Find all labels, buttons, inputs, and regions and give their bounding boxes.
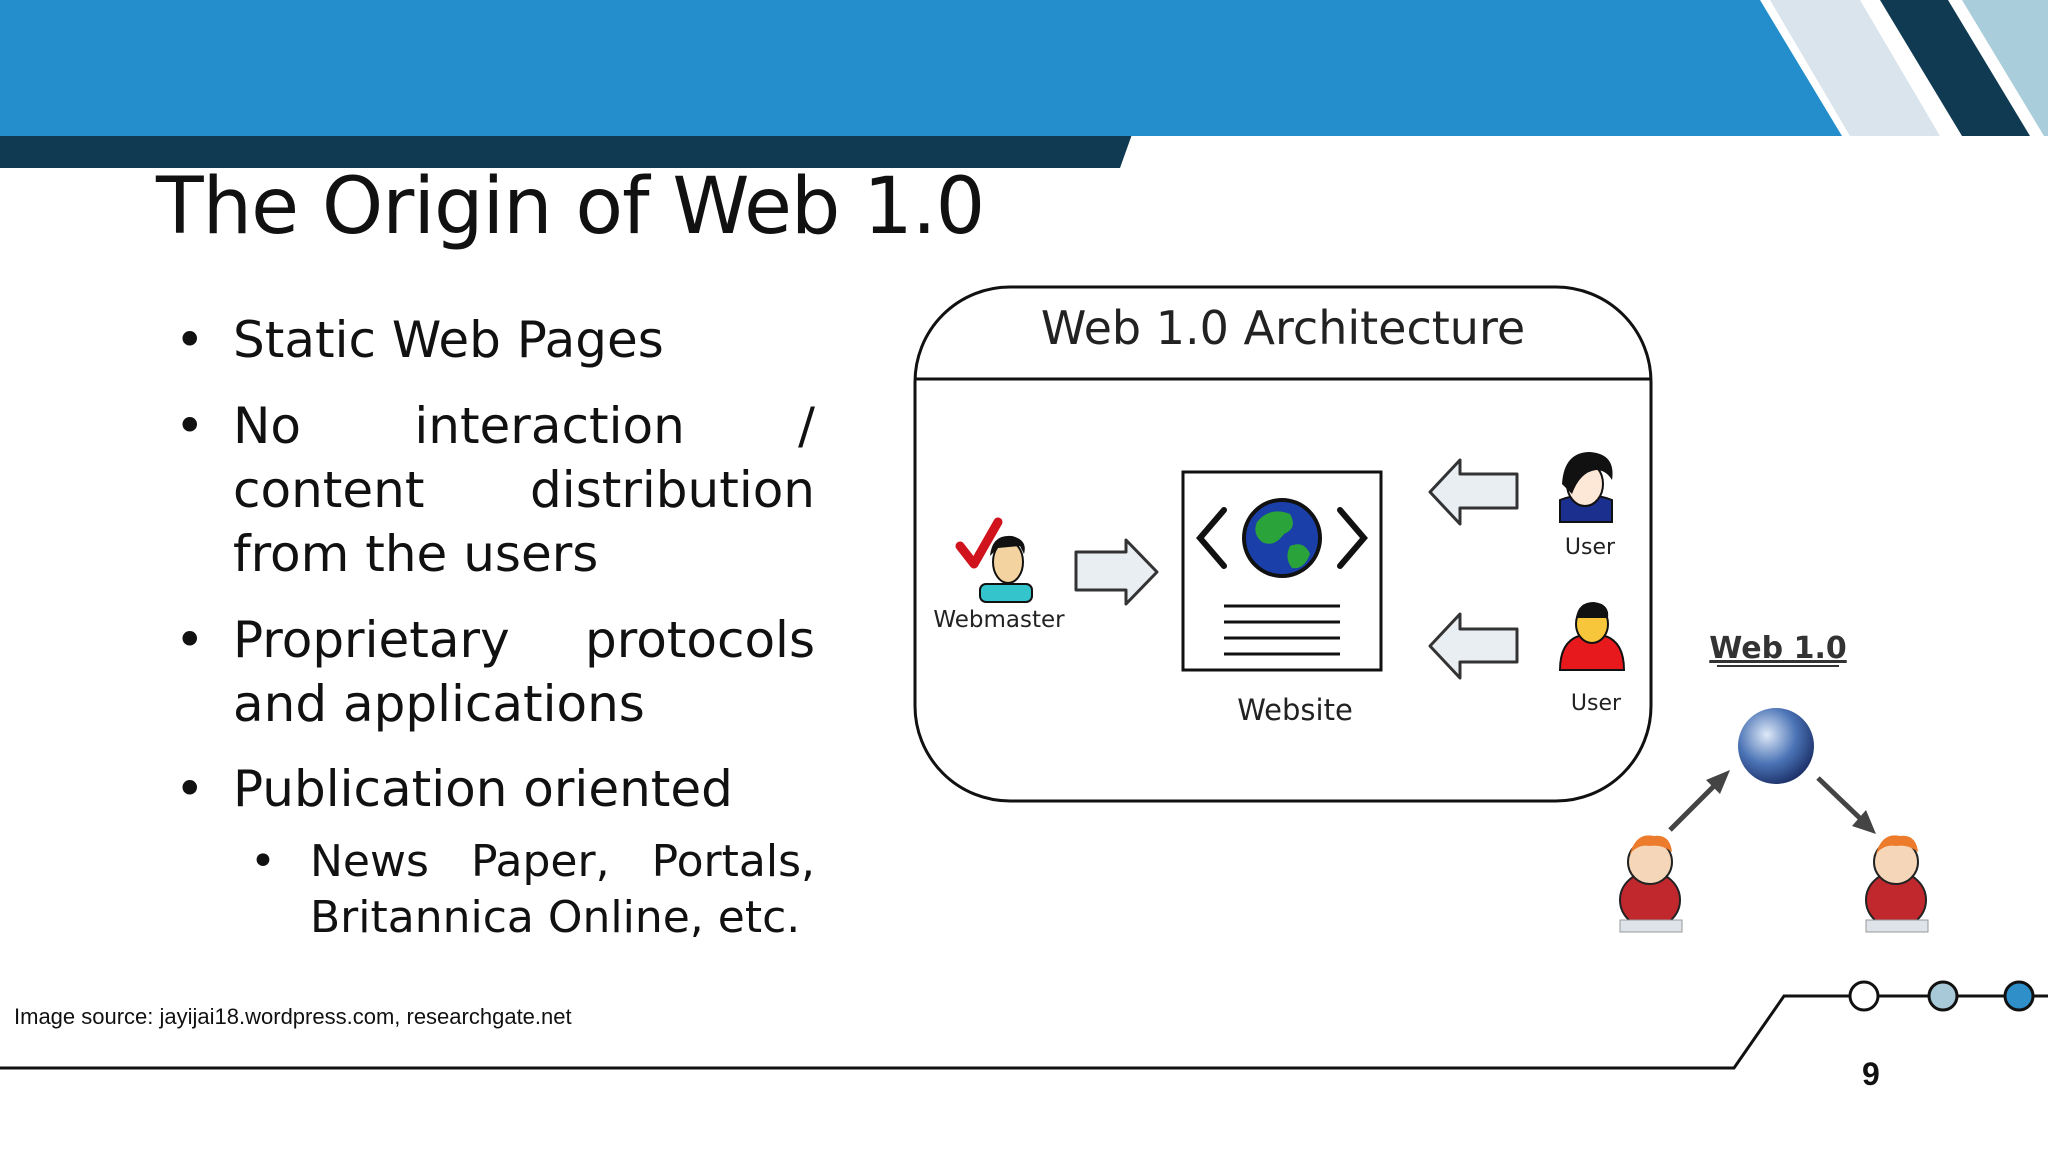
footer-dot <box>1927 980 1959 1012</box>
image-source-caption: Image source: jayijai18.wordpress.com, r… <box>14 1004 572 1029</box>
arrow-right-icon <box>1074 538 1159 606</box>
webmaster-icon <box>955 517 1033 603</box>
bullet-text: No interaction / content distribution fr… <box>233 397 815 583</box>
web1-diagram: Web 1.0 <box>1619 631 1929 933</box>
diagram-title: Web 1.0 Architecture <box>1041 301 1525 355</box>
code-bracket-right <box>1337 507 1368 569</box>
bullet-text: Publication oriented <box>233 760 733 818</box>
webmaster-label: Webmaster <box>933 607 1065 633</box>
user-icon <box>1559 452 1613 523</box>
bullet-text: News Paper, Portals, Britannica Online, … <box>310 836 815 943</box>
bullet-text: Static Web Pages <box>233 311 664 369</box>
arrow-left-icon <box>1428 458 1519 526</box>
header-band <box>0 0 2048 168</box>
bullet-item: • No interaction / content distribution … <box>175 394 815 586</box>
bullet-dot: • <box>250 836 276 887</box>
bullet-dot: • <box>175 311 205 369</box>
bullet-item: • Proprietary protocols and applications <box>175 608 815 736</box>
web1-label: Web 1.0 <box>1709 631 1846 666</box>
bullet-dot: • <box>175 611 205 669</box>
bullet-item: • Static Web Pages <box>175 308 815 372</box>
person-icon <box>1619 835 1683 933</box>
website-label: Website <box>1237 693 1353 727</box>
footer-dot <box>1848 980 1880 1012</box>
user-label-1: User <box>1565 535 1616 560</box>
bullet-dot: • <box>175 397 205 455</box>
user-icon <box>1558 602 1626 671</box>
bullet-dot: • <box>175 760 205 818</box>
slide-title: The Origin of Web 1.0 <box>156 162 985 252</box>
arrow-left-icon <box>1428 612 1519 680</box>
footer-decoration <box>0 980 2048 1070</box>
globe-icon <box>1738 708 1814 784</box>
footer-dot <box>2003 980 2035 1012</box>
arrow-down-right-icon <box>1816 776 1868 826</box>
person-icon <box>1865 835 1929 933</box>
code-bracket-left <box>1196 507 1227 569</box>
sub-bullet-item: • News Paper, Portals, Britannica Online… <box>250 834 815 946</box>
user-label-2: User <box>1571 691 1622 716</box>
globe-icon <box>1242 498 1322 578</box>
page-number: 9 <box>1862 1056 1880 1092</box>
bullet-text: Proprietary protocols and applications <box>233 611 815 733</box>
bullet-item: • Publication oriented <box>175 757 815 821</box>
architecture-diagram: Web 1.0 Architecture Webmaster Website U… <box>913 285 1653 803</box>
